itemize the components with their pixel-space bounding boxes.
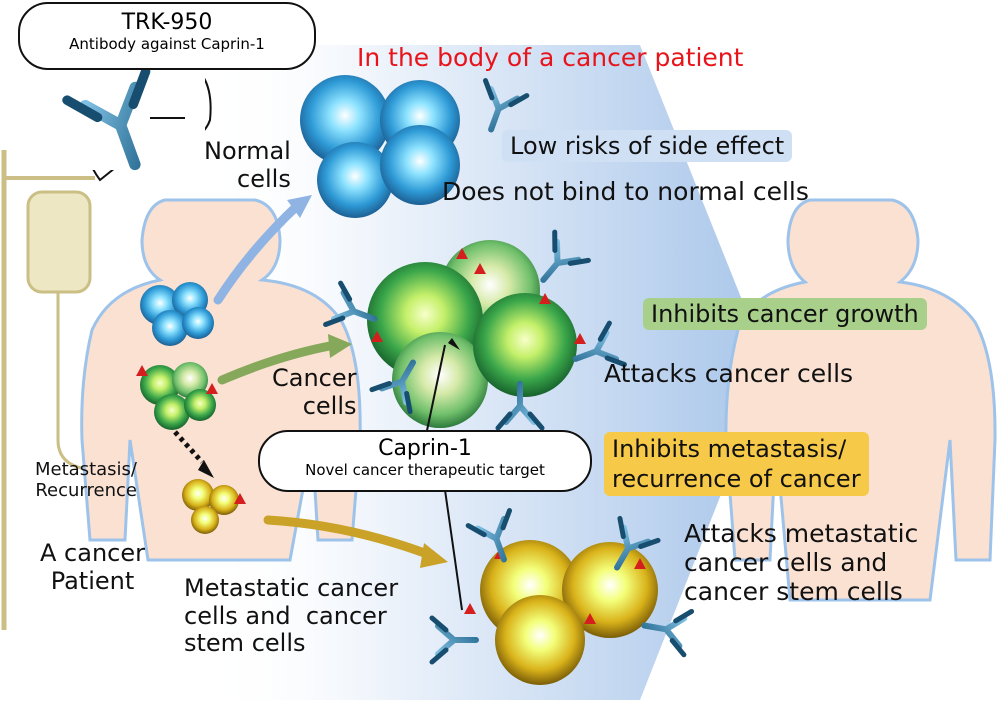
patient-label: A cancer Patient — [40, 539, 145, 595]
scene-title: In the body of a cancer patient — [357, 43, 744, 72]
normal-cell-cluster — [300, 75, 460, 218]
metastatic-cell-cluster — [464, 540, 658, 685]
patient-normal-cells — [140, 282, 214, 346]
normal-cells-label: Normal cells — [204, 137, 291, 193]
caprin-pointer-line — [424, 344, 446, 441]
metastasis-arrow — [173, 430, 204, 464]
metastatic-cells-note: Attacks metastatic cancer cells and canc… — [684, 519, 919, 606]
normal-cells-note: Does not bind to normal cells — [442, 177, 809, 206]
iv-drip-illustration — [1, 150, 101, 630]
patient-cancer-cells — [136, 362, 218, 430]
metastatic-cells-label: Metastatic cancer cells and cancer stem … — [184, 574, 399, 658]
cancer-cells-note: Attacks cancer cells — [604, 359, 854, 388]
metastasis-progression-label: Metastasis/ Recurrence — [35, 459, 137, 501]
target-name: Caprin-1 — [378, 436, 472, 461]
drug-callout: TRK-950 Antibody against Caprin-1 — [18, 2, 316, 70]
side-effect-badge: Low risks of side effect — [502, 130, 793, 162]
caprin-pointer-line — [444, 489, 463, 611]
cancer-cell-cluster — [367, 240, 586, 428]
drug-name: TRK-950 — [121, 10, 213, 35]
metastasis-badge: Inhibits metastasis/ recurrence of cance… — [604, 432, 869, 496]
drug-description: Antibody against Caprin-1 — [69, 35, 265, 53]
patient-metastatic-cells — [182, 479, 246, 534]
target-callout: Caprin-1 Novel cancer therapeutic target — [258, 430, 592, 492]
target-description: Novel cancer therapeutic target — [305, 461, 545, 479]
cancer-cells-label: Cancer cells — [272, 364, 357, 420]
arrow-to-metastatic-cells — [263, 515, 435, 560]
arrow-to-cancer-cells — [217, 340, 340, 385]
arrow-to-normal-cells — [213, 200, 303, 305]
cancer-growth-badge: Inhibits cancer growth — [643, 298, 927, 330]
